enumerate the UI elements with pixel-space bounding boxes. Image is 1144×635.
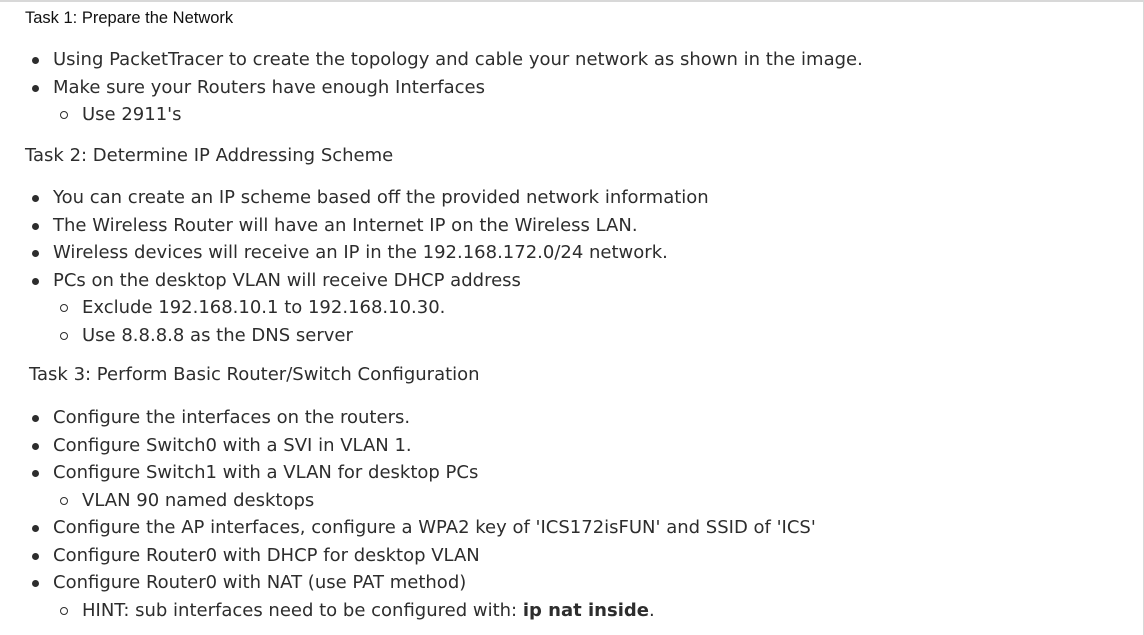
task1-list: Using PacketTracer to create the topolog…: [0, 46, 863, 129]
hint-text: HINT: sub interfaces need to be configur…: [82, 599, 523, 621]
task3-heading: Task 3: Perform Basic Router/Switch Conf…: [29, 364, 480, 385]
list-item: Wireless devices will receive an IP in t…: [0, 239, 709, 267]
list-item: The Wireless Router will have an Interne…: [0, 212, 709, 240]
list-item: Configure Router0 with NAT (use PAT meth…: [0, 569, 816, 597]
list-item: Using PacketTracer to create the topolog…: [0, 46, 863, 74]
sub-list-item: VLAN 90 named desktops: [0, 487, 816, 515]
hint-command: ip nat inside: [522, 599, 649, 621]
hint-period: .: [648, 599, 655, 621]
sub-list-item: Exclude 192.168.10.1 to 192.168.10.30.: [0, 294, 709, 322]
hint-list-item: HINT: sub interfaces need to be configur…: [0, 597, 816, 625]
task2-list: You can create an IP scheme based off th…: [0, 184, 709, 349]
list-item: Configure the AP interfaces, configure a…: [0, 514, 816, 542]
list-item: You can create an IP scheme based off th…: [0, 184, 709, 212]
sub-list-item: Use 2911's: [0, 101, 863, 129]
list-item: Make sure your Routers have enough Inter…: [0, 74, 863, 102]
task2-heading: Task 2: Determine IP Addressing Scheme: [25, 145, 394, 166]
list-item: Configure Router0 with DHCP for desktop …: [0, 542, 816, 570]
task3-list: Configure the interfaces on the routers.…: [0, 404, 816, 624]
list-item: Configure the interfaces on the routers.: [0, 404, 816, 432]
sub-list-item: Use 8.8.8.8 as the DNS server: [0, 322, 709, 350]
top-divider: [0, 0, 1144, 2]
list-item: Configure Switch1 with a VLAN for deskto…: [0, 459, 816, 487]
list-item: PCs on the desktop VLAN will receive DHC…: [0, 267, 709, 295]
task1-heading: Task 1: Prepare the Network: [25, 9, 234, 27]
list-item: Configure Switch0 with a SVI in VLAN 1.: [0, 432, 816, 460]
